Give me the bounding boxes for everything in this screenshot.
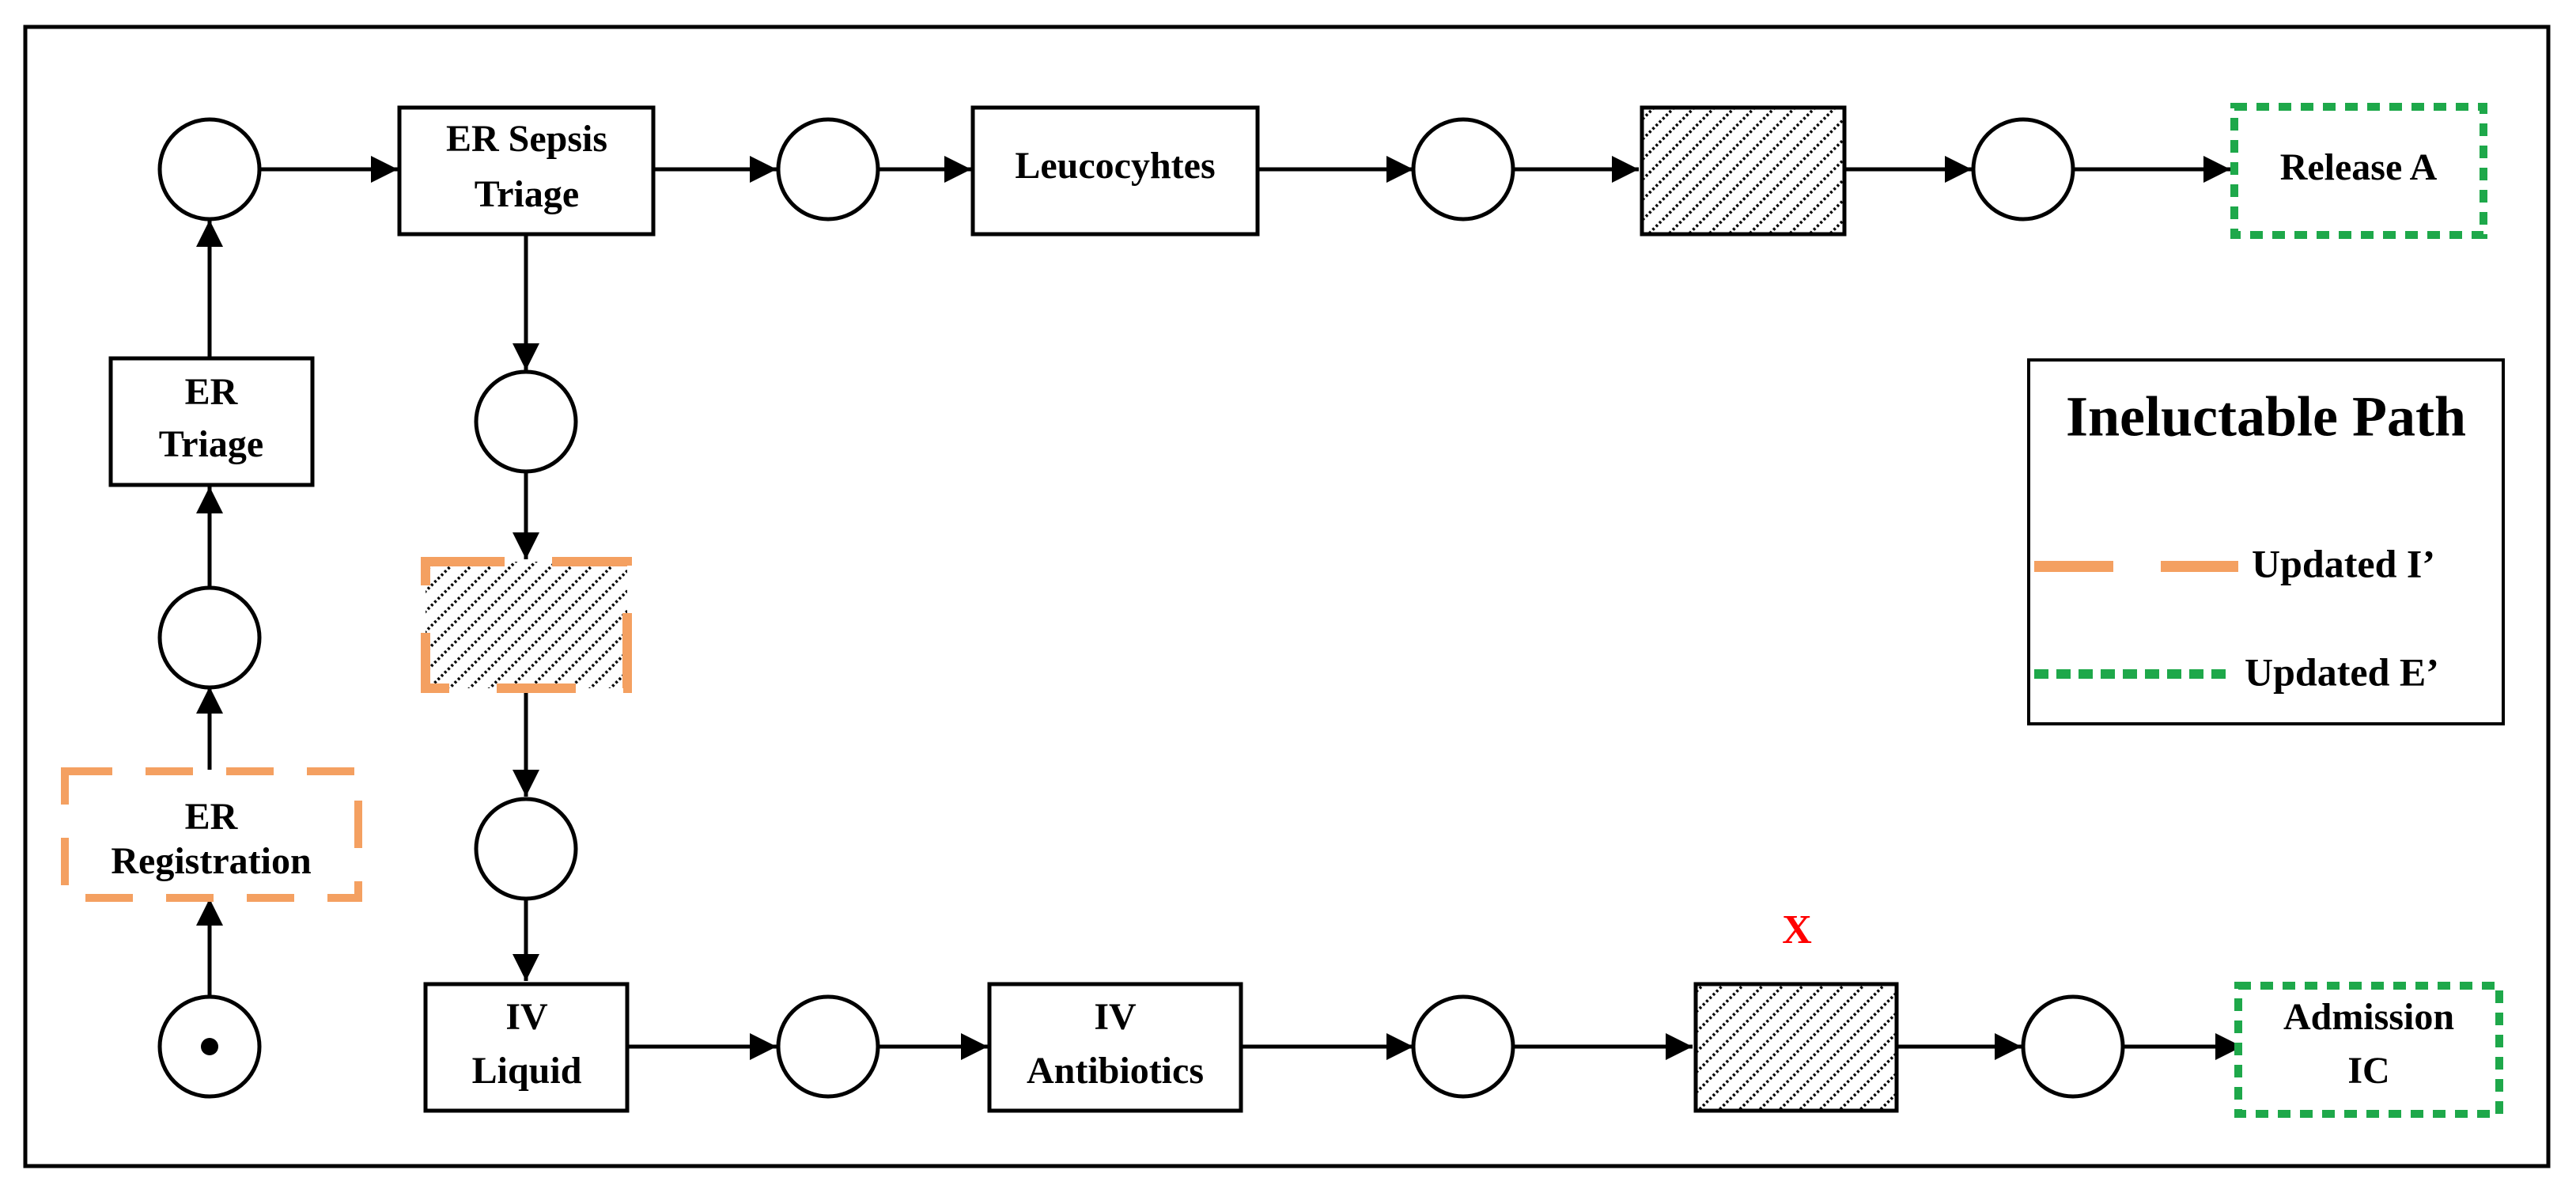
- iv-antibiotics-label-2: Antibiotics: [1027, 1050, 1204, 1092]
- place-top-3: [1971, 117, 2075, 222]
- silent-transition-mid: [421, 557, 632, 693]
- er-triage-label-2: Triage: [159, 423, 263, 465]
- iv-liquid-label-2: Liquid: [472, 1050, 582, 1092]
- initial-token: [201, 1038, 218, 1055]
- transition-release-a: Release A: [2230, 103, 2487, 239]
- leucocyhtes-box: [970, 105, 1260, 237]
- transition-leucocyhtes: Leucocyhtes: [970, 105, 1260, 237]
- transition-er-triage: ER Triage: [108, 356, 315, 487]
- admission-ic-label-1: Admission: [2283, 996, 2454, 1038]
- iv-liquid-box: [423, 982, 630, 1113]
- outer-frame: [23, 25, 2551, 1168]
- leucocyhtes-label: Leucocyhtes: [1015, 145, 1215, 187]
- silent-marker-x: X: [1782, 907, 1812, 952]
- er-registration-label-1: ER: [185, 796, 239, 838]
- er-sepsis-triage-box: [397, 105, 656, 237]
- arcs: [196, 156, 2242, 1060]
- place-bottom-1: [776, 994, 880, 1099]
- place-mid-2: [474, 797, 578, 901]
- transition-admission-ic: Admission IC: [2234, 982, 2503, 1118]
- silent-transition-bottom: [1693, 982, 1899, 1113]
- transition-er-sepsis-triage: ER Sepsis Triage: [397, 105, 656, 237]
- legend-label-updated-e: Updated E’: [2245, 649, 2439, 694]
- iv-antibiotics-label-1: IV: [1094, 996, 1137, 1038]
- iv-antibiotics-box: [987, 982, 1243, 1113]
- place-left-1: [157, 585, 262, 690]
- place-bottom-3: [2021, 994, 2125, 1099]
- release-a-box: [2230, 103, 2487, 239]
- place-bottom-2: [1411, 994, 1515, 1099]
- place-left-top: [157, 117, 262, 222]
- transition-iv-liquid: IV Liquid: [423, 982, 630, 1113]
- place-top-2: [1411, 117, 1515, 222]
- release-a-label: Release A: [2280, 146, 2438, 188]
- er-registration-box: [61, 767, 362, 902]
- place-mid-1: [474, 369, 578, 474]
- er-registration-label-2: Registration: [111, 840, 311, 882]
- silent-transition-top: [1640, 105, 1847, 237]
- place-top-1: [776, 117, 880, 222]
- legend-label-updated-i: Updated I’: [2252, 541, 2435, 585]
- admission-ic-box: [2234, 982, 2503, 1118]
- legend-box: [2027, 358, 2505, 725]
- iv-liquid-label-1: IV: [505, 996, 548, 1038]
- er-triage-box: [108, 356, 315, 487]
- legend-title: Ineluctable Path: [2066, 385, 2466, 449]
- er-triage-label-1: ER: [185, 371, 239, 413]
- transition-iv-antibiotics: IV Antibiotics: [987, 982, 1243, 1113]
- legend: Ineluctable Path Updated I’ Updated E’: [2027, 358, 2505, 725]
- admission-ic-label-2: IC: [2347, 1050, 2389, 1092]
- er-sepsis-triage-label-1: ER Sepsis: [446, 118, 607, 160]
- er-sepsis-triage-label-2: Triage: [475, 173, 579, 215]
- transition-er-registration: ER Registration: [61, 767, 362, 902]
- places: [157, 117, 2125, 1099]
